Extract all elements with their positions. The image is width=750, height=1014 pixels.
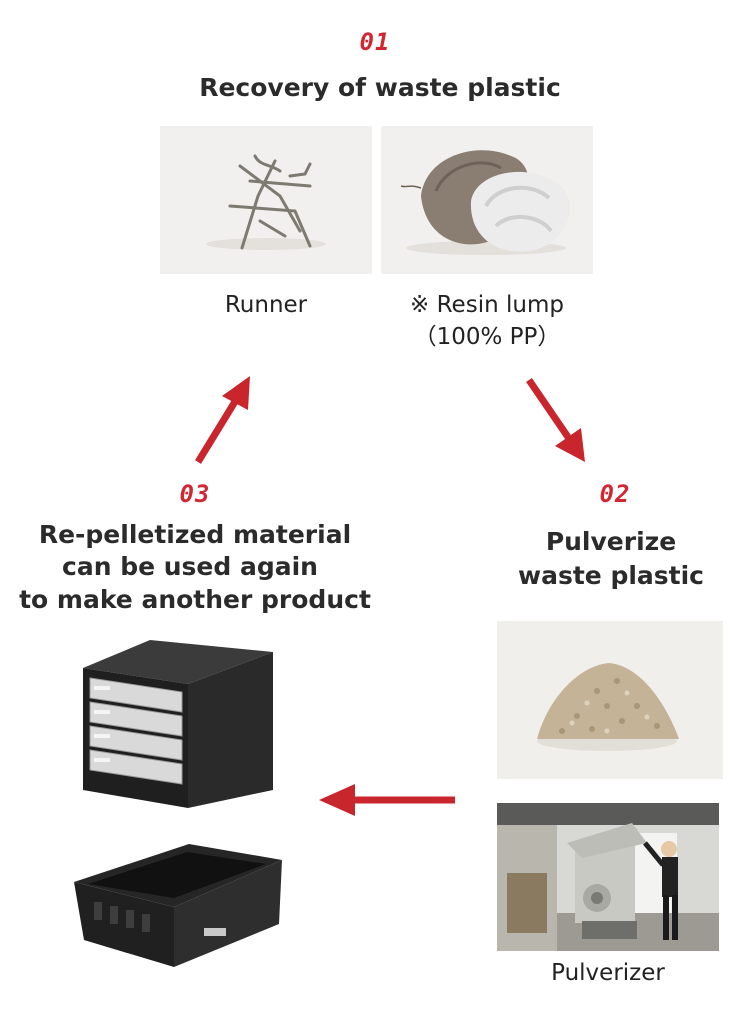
pellets-photo — [497, 621, 723, 779]
step-03-title-line1: Re-pelletized material — [38, 520, 352, 549]
resin-lump-composition: （100% PP） — [413, 324, 561, 350]
pulverizer-photo — [497, 803, 719, 951]
step-02-number: 02 — [599, 480, 631, 508]
resin-lump-caption: ※ Resin lump — [410, 292, 564, 318]
pulverizer-caption: Pulverizer — [551, 960, 665, 986]
arrow-to-step-02 — [526, 378, 585, 462]
arrow-to-step-01 — [195, 376, 250, 464]
step-03-number: 03 — [179, 480, 211, 508]
step-02-title-line2: waste plastic — [517, 561, 704, 590]
drawer-unit-image — [83, 640, 273, 808]
step-03-title-line3: to make another product — [19, 585, 371, 614]
step-01-number: 01 — [359, 28, 391, 56]
arrow-to-step-03 — [319, 784, 455, 816]
runner-photo — [160, 126, 372, 274]
step-02-title-line1: Pulverize — [545, 527, 677, 556]
step-01-title: Recovery of waste plastic — [199, 73, 561, 102]
step-03-title-line2: can be used again — [62, 552, 318, 581]
storage-box-image — [74, 844, 282, 967]
resin-lump-photo — [381, 126, 593, 274]
runner-caption: Runner — [224, 292, 308, 318]
